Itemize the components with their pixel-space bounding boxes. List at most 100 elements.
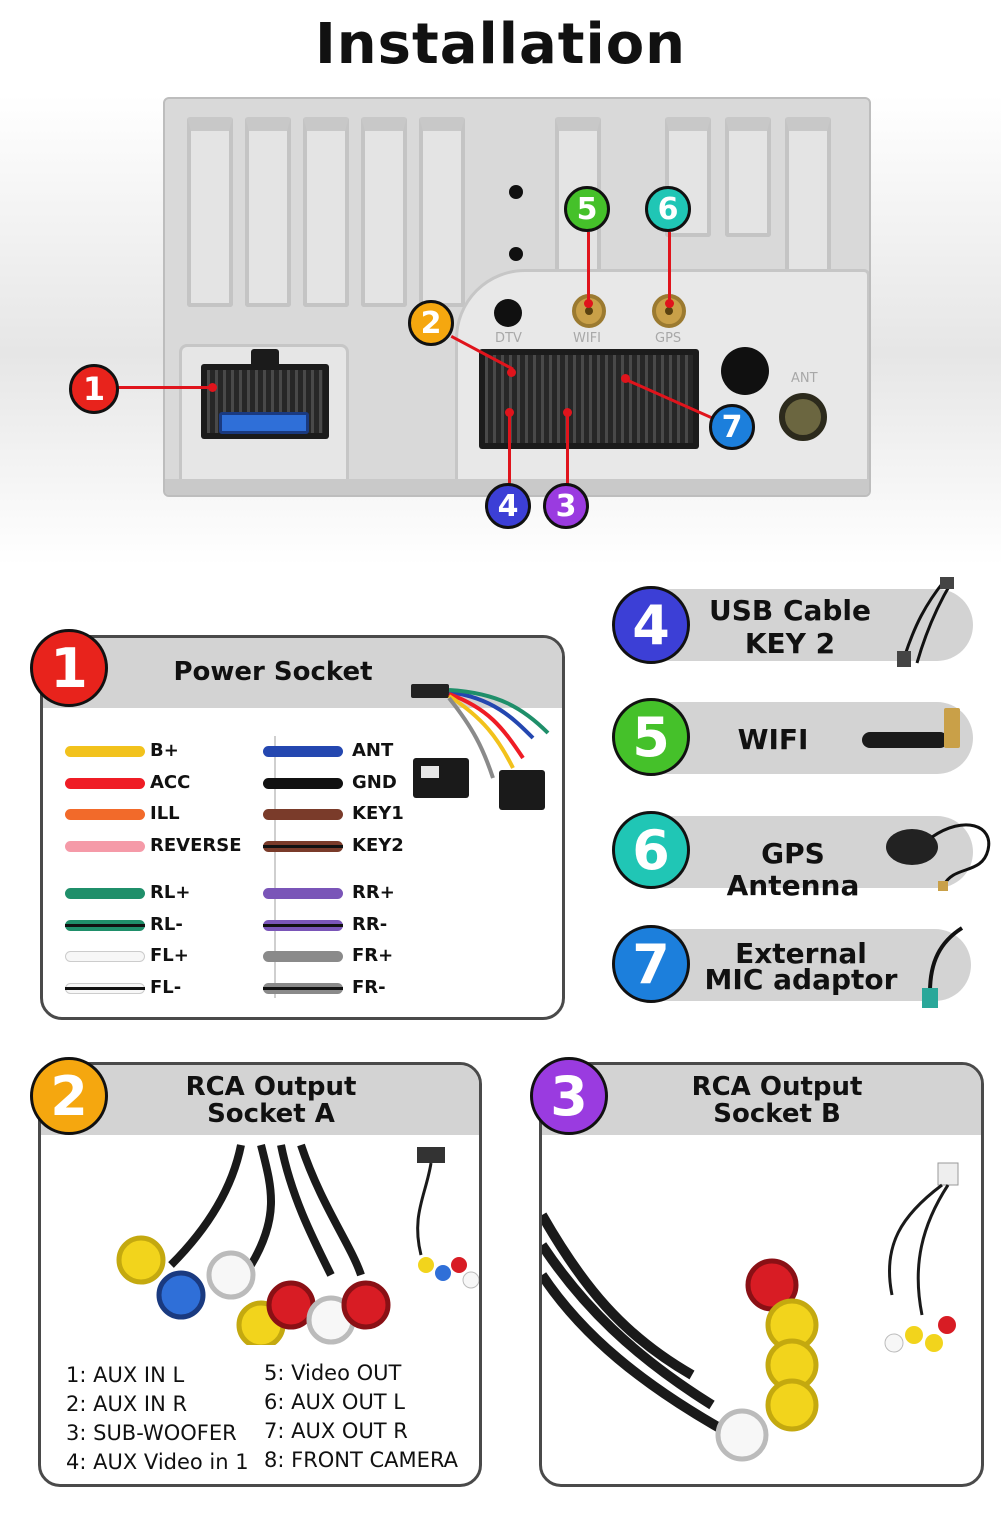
wire-label: ANT [352,740,394,761]
wire-swatch [263,746,343,757]
rca-plug-yellow [765,1378,819,1432]
rca-a-list-right: 5: Video OUT 6: AUX OUT L 7: AUX OUT R 8… [264,1359,458,1475]
rca-plug-white [715,1408,769,1462]
cooling-fin [419,117,465,307]
wire-swatch [65,778,145,789]
rca-a-title-line1: RCA Output [185,1072,357,1102]
wire-label: REVERSE [150,835,242,856]
rca-plug-white [206,1250,256,1300]
callout-badge-1: 1 [69,364,119,414]
screw-hole [509,247,523,261]
rca-socket-b-badge: 3 [530,1057,608,1135]
column-divider [274,736,276,998]
wifi-antenna-icon [862,708,960,748]
wifi-label: WIFI [737,723,809,756]
wire-stripe [263,845,343,848]
mic-adaptor-label-line1: External [735,937,867,970]
wire-swatch [65,888,145,899]
callout-dot-6 [665,299,674,308]
harness-connector-icon [499,770,545,810]
wire-label: RL- [150,914,183,935]
rca-b-title-line2: Socket B [713,1099,841,1129]
fuse-icon [219,412,309,434]
callout-dot-2 [507,368,516,377]
rca-a-item: 2: AUX IN R [66,1392,188,1416]
screw-hole [509,185,523,199]
callout-dot-4 [505,408,514,417]
page-title: Installation [314,12,687,77]
wire-stripe [263,924,343,927]
head-unit-rear-panel: DTV WIFI GPS ANT [163,97,871,497]
wire-label: FR- [352,977,386,998]
callout-dot-5 [584,299,593,308]
callout-badge-7: 7 [709,404,755,450]
callout-badge-2: 2 [408,300,454,346]
callout-line-6 [668,232,671,304]
rca-plug-blue [156,1270,206,1320]
callout-badge-3: 3 [543,483,589,529]
wire-label: FL- [150,977,182,998]
rca-a-item: 7: AUX OUT R [264,1419,408,1443]
dtv-port-icon [494,299,522,327]
wire-label: FR+ [352,945,394,966]
port-label-gps: GPS [655,331,682,346]
wire-label: RR- [352,914,388,935]
power-socket-badge: 1 [30,629,108,707]
wire-swatch [65,809,145,820]
rca-socket-a-card: RCA Output Socket A 1: AUX IN L 2: AUX I… [38,1062,482,1487]
wire-label: ACC [150,772,191,793]
wire-swatch [65,746,145,757]
rca-a-item: 3: SUB-WOOFER [66,1421,237,1445]
wire-label: GND [352,772,397,793]
callout-badge-5: 5 [564,186,610,232]
wire-swatch [65,951,145,962]
card-header [41,1065,479,1135]
connector-latch [251,349,279,367]
wifi-badge: 5 [612,698,690,776]
callout-dot-1 [208,383,217,392]
rca-a-connector-icon [417,1147,445,1163]
power-harness-illustration [411,684,550,810]
mic-adaptor-icon [922,926,964,1008]
port-label-ant: ANT [791,371,818,386]
wire-stripe [263,987,343,990]
cooling-fin [665,117,711,237]
harness-plug-icon [411,684,449,698]
callout-line-1 [113,386,213,389]
rca-a-item: 8: FRONT CAMERA [264,1448,459,1472]
wire-label: KEY1 [352,803,404,824]
rca-plug-yellow [116,1235,166,1285]
wire-label: ILL [150,803,180,824]
cooling-fin [187,117,233,307]
callout-line-5 [587,232,590,304]
rca-socket-b-card: RCA Output Socket B [539,1062,984,1487]
gps-antenna-icon [886,823,991,891]
rca-plug-red [266,1280,316,1330]
card-header [542,1065,981,1135]
rca-socket-a-badge: 2 [30,1057,108,1135]
wire-swatch [263,951,343,962]
usb-cable-label-line1: USB Cable [708,594,872,627]
usb-cable-badge: 4 [612,586,690,664]
callout-dot-3 [563,408,572,417]
wire-label: RR+ [352,882,395,903]
usb-cable-icon [897,577,954,667]
mic-adaptor-badge: 7 [612,925,690,1003]
callout-line-3 [566,412,569,484]
rca-plug-red [341,1280,391,1330]
usb-cable-label-line2: KEY 2 [744,627,836,660]
wire-swatch [263,888,343,899]
wire-label: FL+ [150,945,189,966]
wire-swatch [65,841,145,852]
power-socket-title: Power Socket [173,657,373,687]
rca-cable-b-illustration [542,1162,959,1462]
wire-swatch [263,778,343,789]
callout-line-4 [508,412,511,484]
rca-a-item: 6: AUX OUT L [264,1390,406,1414]
mic-adaptor-label-line2: MIC adaptor [704,963,898,996]
rca-cable-a-illustration [116,1143,479,1345]
gps-antenna-badge: 6 [612,811,690,889]
rca-a-item: 5: Video OUT [264,1361,402,1385]
wire-stripe [65,987,145,990]
callout-badge-6: 6 [645,186,691,232]
